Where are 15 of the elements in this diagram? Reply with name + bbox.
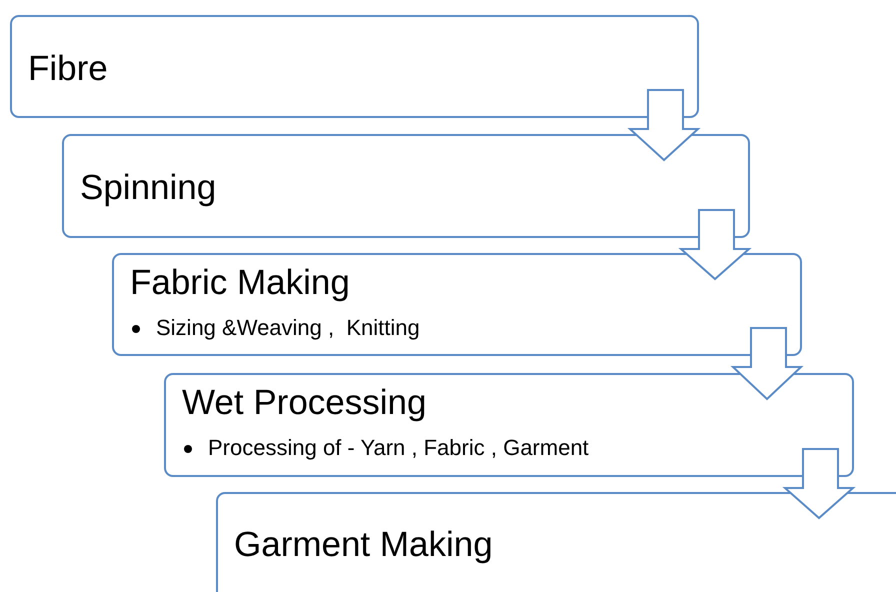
block-arrow [678,209,752,280]
step-title: Spinning [80,170,216,205]
block-arrow [730,327,804,400]
step-title: Fibre [28,51,108,86]
step-title: Garment Making [234,527,493,562]
process-box [10,15,699,118]
process-box [62,134,750,238]
step-title: Fabric Making [130,265,350,300]
bullet-text: Processing of - Yarn , Fabric , Garment [208,437,589,459]
block-arrow [782,448,856,520]
process-box [164,373,854,477]
block-arrow [627,89,701,162]
process-box [112,253,802,356]
step-title: Wet Processing [182,385,426,420]
bullet-text: Sizing &Weaving , Knitting [156,317,420,339]
